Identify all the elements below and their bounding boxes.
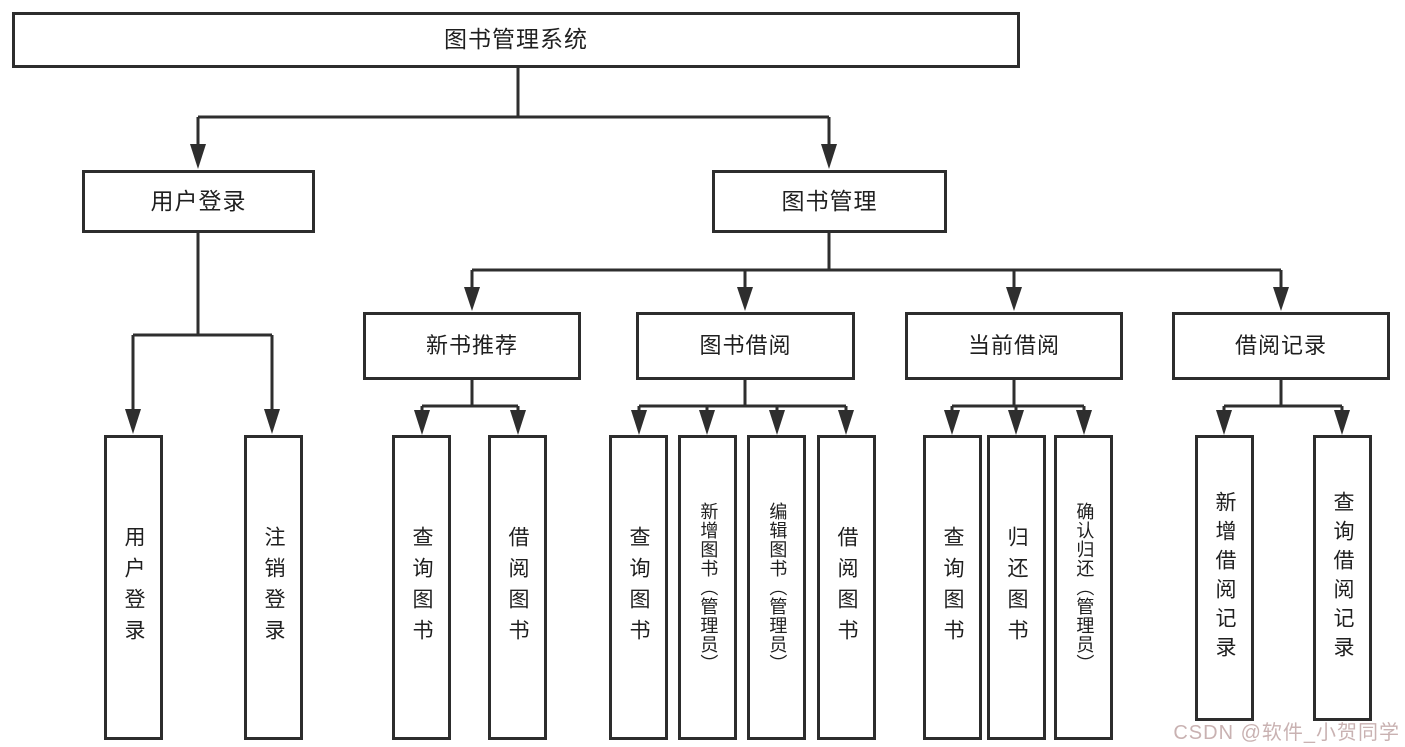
csdn-watermark: CSDN @软件_小贺同学: [1173, 722, 1400, 744]
node-user-login: 用户登录: [82, 170, 315, 233]
leaf-borrow-books-recommend: 借阅图书: [488, 435, 547, 740]
node-library-system: 图书管理系统: [12, 12, 1020, 68]
node-new-book-recommend: 新书推荐: [363, 312, 581, 380]
leaf-return-books: 归还图书: [987, 435, 1046, 740]
leaf-add-borrow-record: 新增借阅记录: [1195, 435, 1254, 721]
node-book-borrowing: 图书借阅: [636, 312, 855, 380]
leaf-edit-books-admin: 编辑图书（管理员）: [747, 435, 806, 740]
node-current-borrowing: 当前借阅: [905, 312, 1123, 380]
leaf-confirm-return-admin: 确认归还（管理员）: [1054, 435, 1113, 740]
leaf-user-login: 用户登录: [104, 435, 163, 740]
node-book-management: 图书管理: [712, 170, 947, 233]
leaf-logout: 注销登录: [244, 435, 303, 740]
node-borrow-records: 借阅记录: [1172, 312, 1390, 380]
leaf-borrow-books: 借阅图书: [817, 435, 876, 740]
leaf-query-books-borrowing: 查询图书: [609, 435, 668, 740]
leaf-query-borrow-record: 查询借阅记录: [1313, 435, 1372, 721]
leaf-query-books-current: 查询图书: [923, 435, 982, 740]
leaf-add-books-admin: 新增图书（管理员）: [678, 435, 737, 740]
leaf-query-books-recommend: 查询图书: [392, 435, 451, 740]
